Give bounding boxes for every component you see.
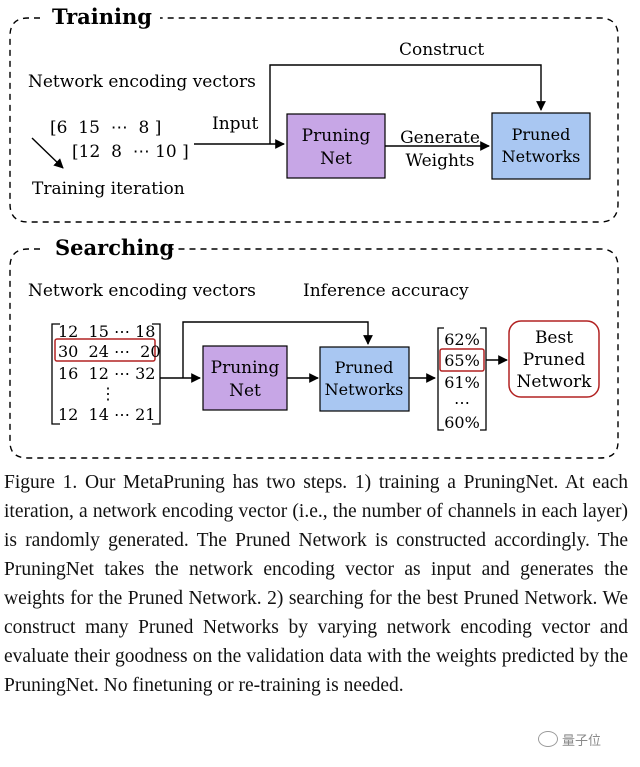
wechat-icon: [538, 731, 558, 747]
training-title: Training: [52, 4, 152, 29]
searching-pruning-net-box: [202, 345, 288, 411]
training-pruned-networks-line2: Networks: [502, 147, 581, 166]
searching-encoding-label: Network encoding vectors: [28, 281, 256, 301]
accuracy-3: 61%: [444, 373, 480, 392]
best-box-line1: Best: [535, 328, 573, 348]
training-vector-2: [12 8 ⋯ 10 ]: [72, 142, 189, 162]
watermark-text: 量子位: [562, 733, 602, 749]
searching-pruned-networks-line2: Networks: [325, 380, 404, 399]
searching-pruning-net-line1: Pruning: [211, 358, 280, 378]
training-pruning-net-line2: Net: [320, 149, 352, 169]
training-pruned-networks-box: [491, 112, 591, 180]
accuracy-4: ⋯: [454, 393, 470, 412]
searching-panel: Searching Network encoding vectors Infer…: [9, 235, 619, 459]
accuracy-right-bracket: [480, 327, 487, 431]
training-vector-1: [6 15 ⋯ 8 ]: [50, 118, 161, 138]
metapruning-diagram: Training Network encoding vectors [6 15 …: [9, 4, 619, 459]
training-iteration-label: Training iteration: [32, 179, 185, 199]
accuracy-2: 65%: [444, 351, 480, 370]
training-input-label: Input: [212, 114, 258, 134]
figure-caption: Figure 1. Our MetaPruning has two steps.…: [4, 472, 628, 696]
matrix-row-5: 12 14 ⋯ 21: [58, 405, 155, 424]
searching-pruning-net-line2: Net: [229, 381, 261, 401]
accuracy-5: 60%: [444, 413, 480, 432]
matrix-highlight: [54, 338, 156, 362]
training-construct-arrow: [269, 64, 546, 144]
accuracy-highlight: [439, 348, 485, 372]
matrix-row-4: ⋮: [100, 384, 116, 403]
matrix-row-2: 30 24 ⋯ 20: [58, 342, 161, 361]
searching-inference-label: Inference accuracy: [303, 281, 469, 301]
best-box-line3: Network: [517, 372, 593, 392]
best-pruned-network-box: [508, 320, 600, 398]
searching-construct-arrow: [182, 321, 373, 378]
searching-pruned-networks-box: [319, 346, 410, 412]
matrix-right-bracket: [152, 323, 161, 425]
accuracy-left-bracket: [437, 327, 444, 431]
training-panel: Training Network encoding vectors [6 15 …: [9, 4, 619, 223]
matrix-row-1: 12 15 ⋯ 18: [58, 322, 155, 341]
matrix-left-bracket: [51, 323, 60, 425]
training-construct-label: Construct: [399, 40, 484, 60]
best-box-line2: Pruned: [523, 350, 586, 370]
training-generate-label: Generate: [400, 128, 480, 148]
searching-pruned-networks-line1: Pruned: [335, 358, 394, 377]
training-pruned-networks-line1: Pruned: [512, 125, 571, 144]
watermark: 量子位: [538, 724, 638, 754]
searching-panel-border: [9, 248, 619, 459]
training-iteration-arrow: [31, 137, 64, 169]
training-pruning-net-box: [286, 113, 386, 179]
matrix-row-3: 16 12 ⋯ 32: [58, 364, 155, 383]
training-panel-border: [9, 17, 619, 223]
training-weights-label: Weights: [406, 151, 475, 171]
accuracy-1: 62%: [444, 330, 480, 349]
searching-title: Searching: [55, 235, 174, 260]
training-pruning-net-line1: Pruning: [302, 126, 371, 146]
training-encoding-label: Network encoding vectors: [28, 72, 256, 92]
